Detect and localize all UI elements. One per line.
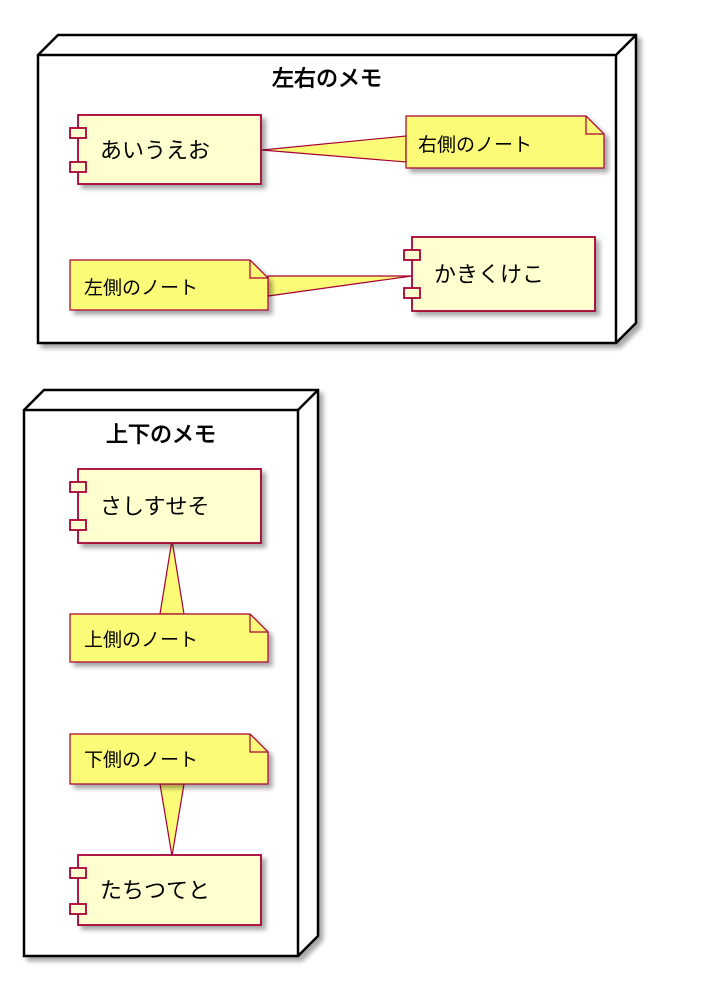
component-aiueo[interactable]: あいうえお [69, 114, 262, 185]
note-left: 左側のノート [69, 259, 269, 311]
note-label: 上側のノート [84, 629, 198, 651]
component-label: さしすせそ [100, 495, 210, 520]
component-label: かきくけこ [434, 263, 544, 288]
component-tachitsuteto[interactable]: たちつてと [69, 854, 262, 926]
note-right: 右側のノート [405, 115, 605, 169]
note-label: 下側のノート [84, 749, 198, 771]
component-kakikukeko[interactable]: かきくけこ [403, 236, 596, 312]
note-bottom: 下側のノート [69, 733, 269, 785]
component-label: あいうえお [100, 139, 210, 164]
note-top: 上側のノート [69, 613, 269, 663]
note-label: 左側のノート [84, 277, 198, 299]
node-title-left-right: 左右のメモ [272, 66, 382, 92]
note-label: 右側のノート [418, 134, 532, 156]
node-title-top-bottom: 上下のメモ [106, 422, 216, 448]
component-sashisuseso[interactable]: さしすせそ [69, 468, 262, 544]
component-label: たちつてと [100, 879, 210, 904]
